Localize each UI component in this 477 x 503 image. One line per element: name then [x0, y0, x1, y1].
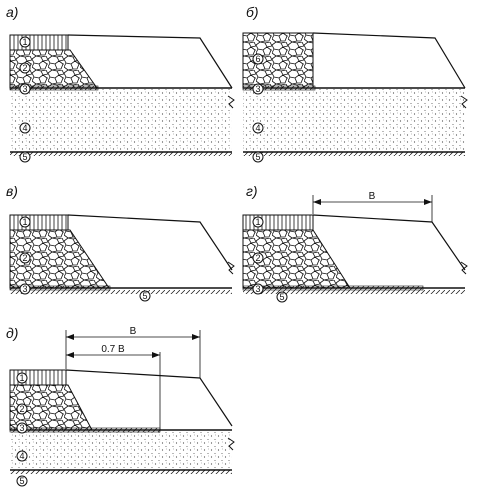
layer-6-marker: 6	[255, 54, 260, 64]
panel-v-surface-layer	[9, 214, 69, 231]
panel-v-base-hatch	[10, 290, 232, 294]
panel-a-label: а)	[6, 4, 18, 20]
panel-b-label: б)	[246, 4, 259, 20]
panel-g-label: г)	[246, 183, 258, 199]
panel-d-markers: 1 2 3 4 5	[16, 372, 28, 487]
layer-4-marker: 4	[19, 451, 24, 461]
layer-5-marker: 5	[255, 152, 260, 162]
panel-a-sand-subgrade	[10, 88, 232, 152]
panel-d: д) B 0.7 B 1 2 3 4 5	[6, 325, 235, 487]
panel-d-break-mark	[227, 437, 235, 451]
panel-b-markers: 6 3 4 5	[252, 53, 264, 163]
panel-g-dimension: B	[312, 191, 433, 222]
panel-a: а) 1 2 3 4 5	[6, 4, 235, 163]
layer-5-marker: 5	[142, 291, 147, 301]
layer-2-marker: 2	[19, 404, 24, 414]
panel-a-embankment-outline	[67, 34, 233, 89]
layer-1-marker: 1	[255, 217, 260, 227]
panel-g-base-hatch	[243, 290, 465, 294]
panel-v-embankment-outline	[67, 214, 233, 271]
layer-3-marker: 3	[19, 423, 24, 433]
dimension-b-label: B	[130, 326, 137, 337]
layer-3-marker: 3	[255, 84, 260, 94]
layer-5-marker: 5	[22, 152, 27, 162]
panel-d-sand-subgrade	[10, 430, 232, 470]
layer-1-marker: 1	[19, 373, 24, 383]
panel-a-base-hatch	[10, 152, 232, 156]
panel-b-separation-layer	[242, 85, 316, 91]
panel-d-base-hatch	[10, 470, 232, 474]
panel-d-embankment-outline	[65, 369, 233, 427]
panel-d-dimension-inner: 0.7 B	[66, 344, 160, 358]
panel-d-label: д)	[6, 325, 18, 341]
panel-v-break-mark	[227, 261, 235, 275]
panel-d-dimension-outer: B	[65, 326, 201, 378]
panel-b-base-hatch	[243, 152, 465, 156]
layer-2-marker: 2	[255, 253, 260, 263]
panel-v-markers: 1 2 3 5	[19, 216, 151, 302]
panel-b-break-mark	[460, 95, 468, 109]
panel-g-separation-layer	[242, 285, 424, 291]
layer-1-marker: 1	[22, 217, 27, 227]
layer-5-marker: 5	[279, 292, 284, 302]
layer-5-marker: 5	[19, 476, 24, 486]
layer-2-marker: 2	[22, 253, 27, 263]
layer-3-marker: 3	[255, 284, 260, 294]
panel-g-break-mark	[460, 261, 468, 275]
panel-d-separation-layer	[9, 427, 161, 433]
panel-g: г) B 1 2 3 5	[242, 183, 468, 303]
layer-4-marker: 4	[22, 123, 27, 133]
panel-a-surface-layer	[9, 34, 69, 51]
panel-b-sand-subgrade	[243, 88, 465, 152]
layer-1-marker: 1	[22, 37, 27, 47]
layer-3-marker: 3	[22, 84, 27, 94]
layer-2-marker: 2	[22, 63, 27, 73]
panel-g-markers: 1 2 3 5	[252, 216, 288, 303]
panel-g-embankment-outline	[312, 214, 466, 271]
layer-4-marker: 4	[255, 123, 260, 133]
panel-v-label: в)	[6, 183, 18, 199]
panel-a-markers: 1 2 3 4 5	[19, 36, 31, 163]
panel-a-break-mark	[227, 95, 235, 109]
panel-a-separation-layer	[9, 85, 99, 91]
layer-3-marker: 3	[22, 284, 27, 294]
panel-v: в) 1 2 3 5	[6, 183, 235, 302]
dimension-07b-label: 0.7 B	[101, 344, 125, 355]
panel-b-embankment-outline	[312, 32, 466, 89]
panel-b: б) 6 3 4 5	[242, 4, 468, 163]
dimension-b-label: B	[369, 191, 376, 202]
